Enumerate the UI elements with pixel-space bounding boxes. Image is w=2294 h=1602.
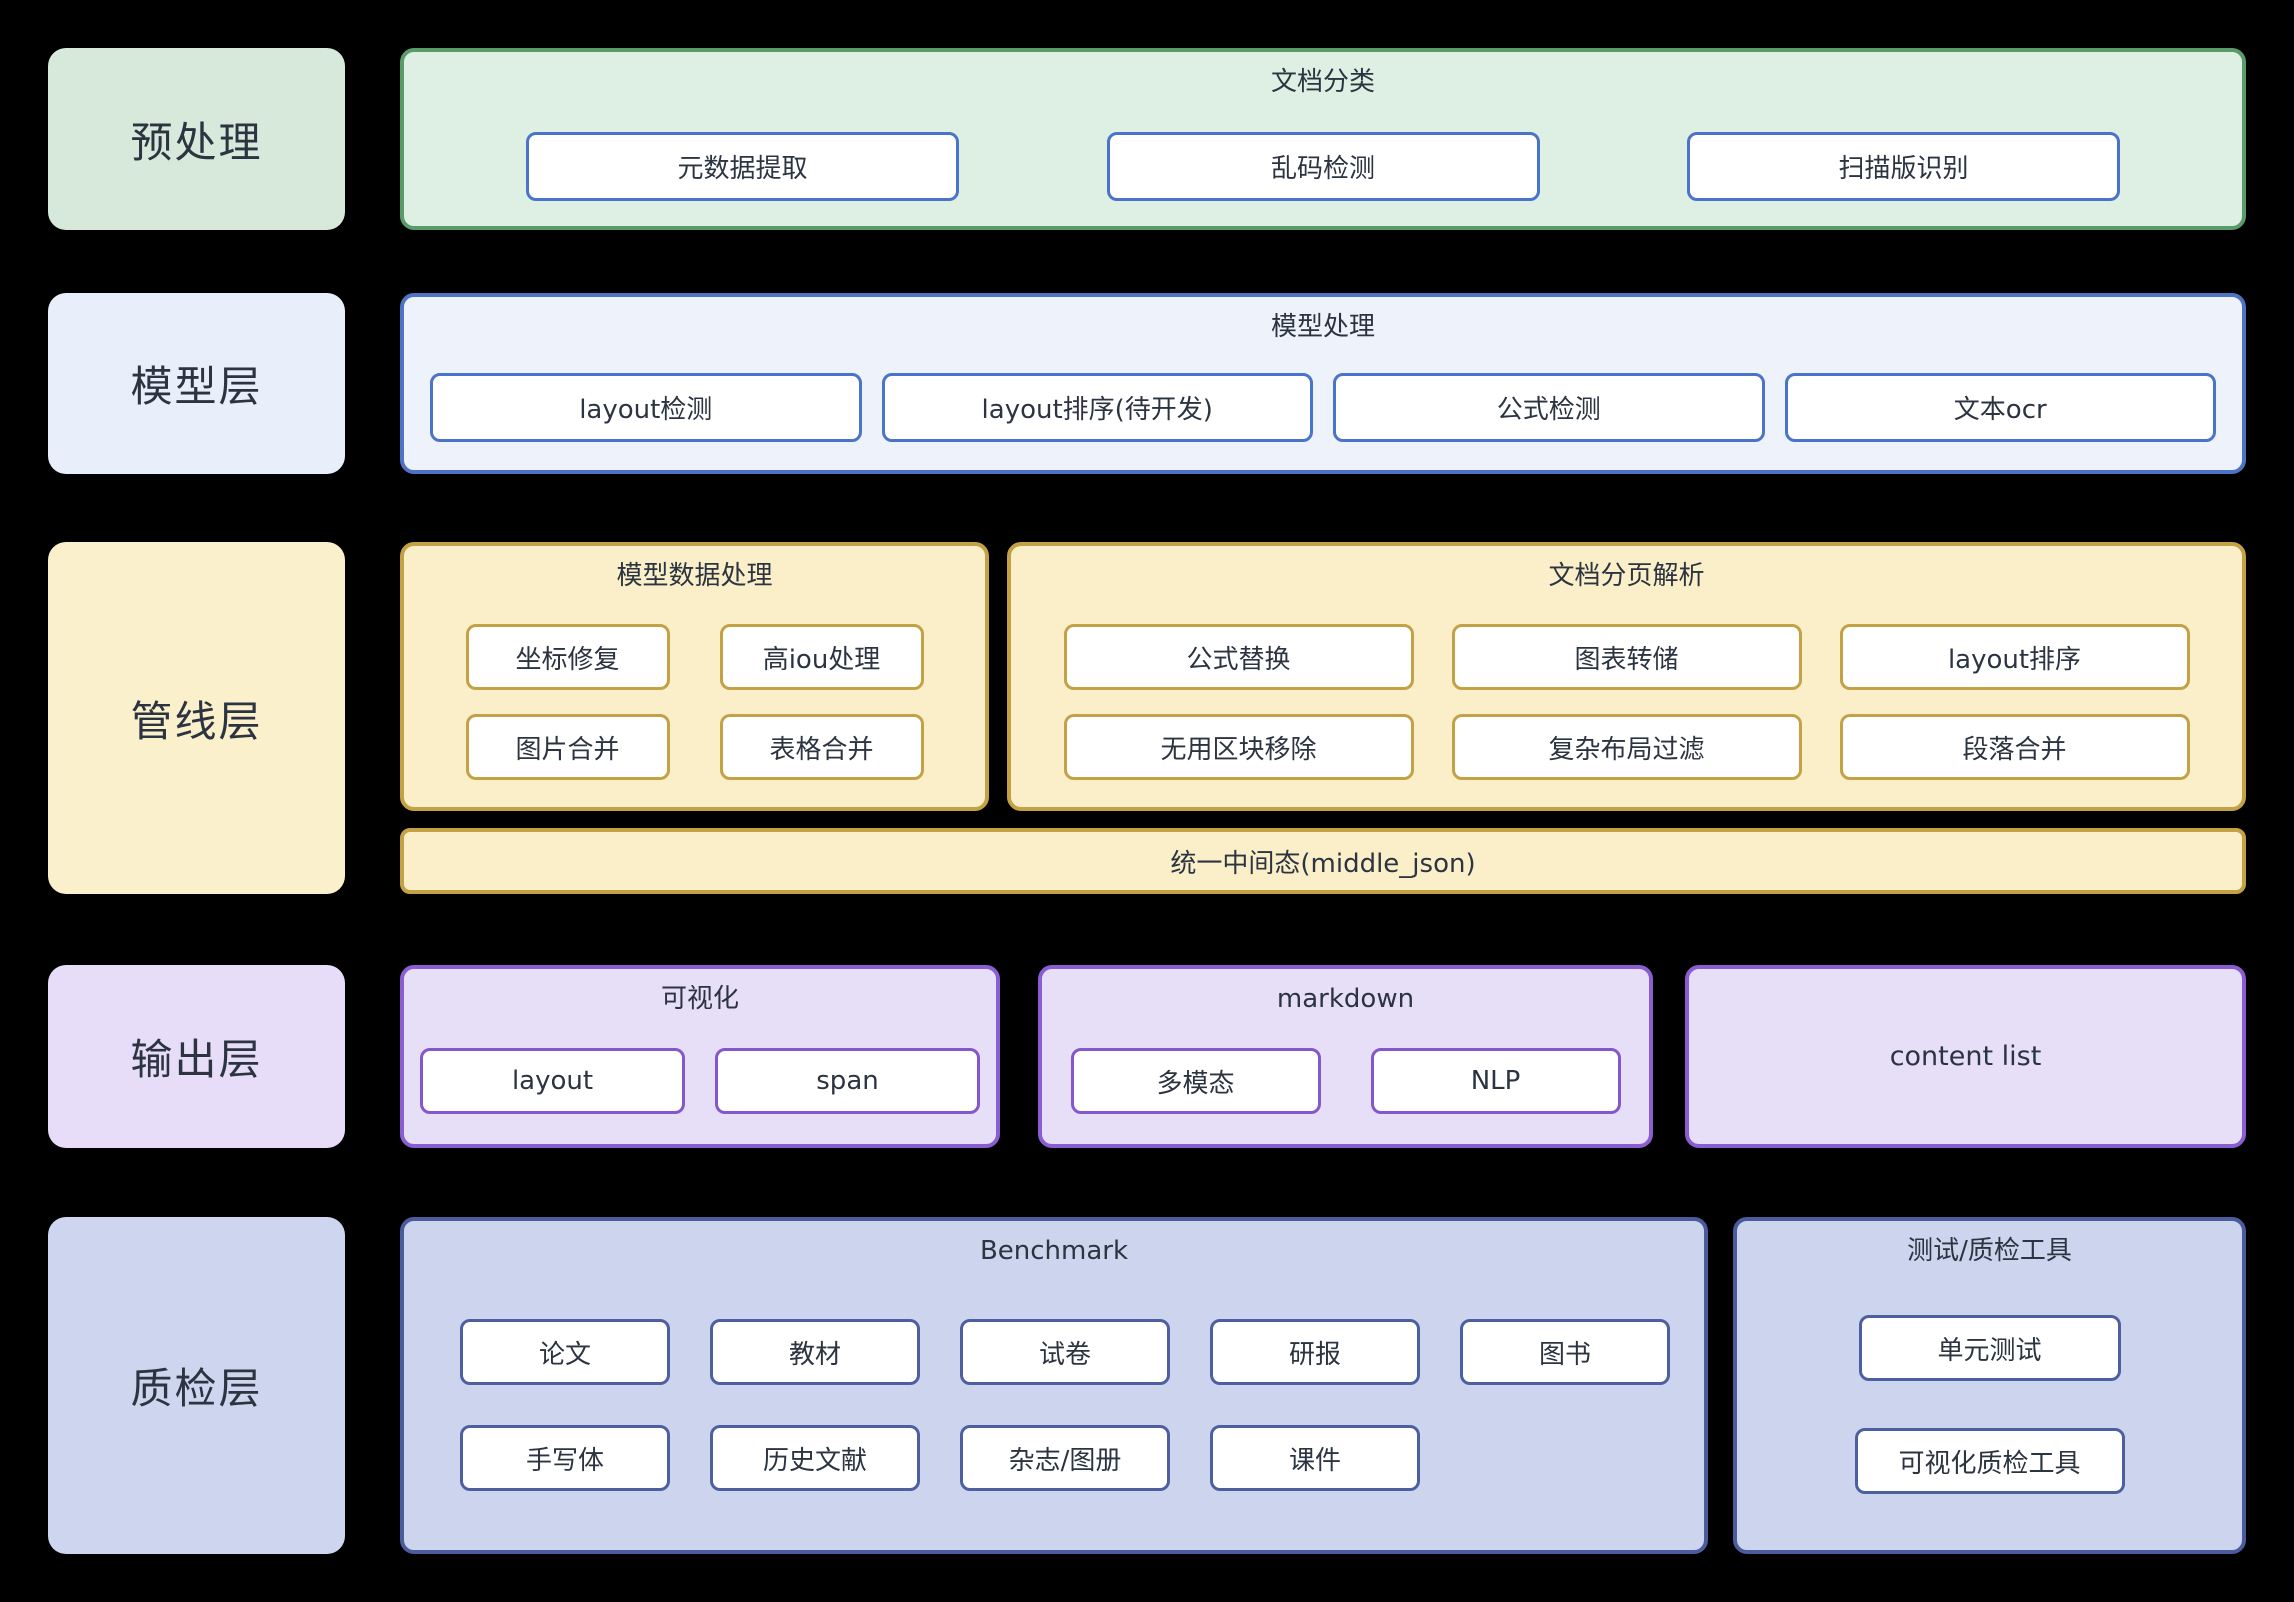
node-text-ocr: 文本ocr [1784, 373, 2216, 442]
node-useless-block-remove: 无用区块移除 [1063, 714, 1414, 780]
container-doc-classification: 文档分类 元数据提取 乱码检测 扫描版识别 [400, 48, 2246, 230]
node-complex-layout-filter: 复杂布局过滤 [1451, 714, 1802, 780]
node-content-list: content list [1889, 1040, 2042, 1072]
container-title: markdown [1276, 984, 1415, 1014]
container-title: 模型处理 [1270, 312, 1375, 342]
node-visual-qa-tool: 可视化质检工具 [1854, 1428, 2125, 1494]
container-visualization: 可视化 layout span [400, 965, 1000, 1148]
node-layout-sort: layout排序 [1839, 624, 2190, 690]
node-unit-test: 单元测试 [1858, 1315, 2121, 1381]
node-scan-recognition: 扫描版识别 [1687, 132, 2120, 201]
node-handwriting: 手写体 [460, 1425, 670, 1491]
container-title: 测试/质检工具 [1907, 1236, 2072, 1266]
node-middle-json: 统一中间态(middle_json) [400, 828, 2246, 894]
container-title: 文档分类 [1270, 67, 1375, 97]
node-garbled-detection: 乱码检测 [1106, 132, 1540, 201]
node-magazine-album: 杂志/图册 [960, 1425, 1170, 1491]
node-coord-fix: 坐标修复 [465, 624, 670, 690]
container-title: 文档分页解析 [1548, 561, 1705, 591]
container-model-data-processing: 模型数据处理 坐标修复 高iou处理 图片合并 表格合并 [400, 542, 989, 811]
container-benchmark: Benchmark 论文 教材 试卷 研报 图书 手写体 历史文献 杂志/图册 … [400, 1217, 1708, 1554]
container-content-list: content list [1685, 965, 2246, 1148]
node-book: 图书 [1460, 1319, 1670, 1385]
layer-label-preprocess: 预处理 [48, 48, 345, 230]
layer-row-qa: 质检层 Benchmark 论文 教材 试卷 研报 图书 手写体 历史文献 杂志… [48, 1217, 2246, 1554]
node-research-report: 研报 [1210, 1319, 1420, 1385]
layer-row-pipeline: 管线层 模型数据处理 坐标修复 高iou处理 图片合并 表格合并 文档分页解析 [48, 542, 2246, 894]
layer-label-pipeline: 管线层 [48, 542, 345, 894]
node-chart-dump: 图表转储 [1451, 624, 1802, 690]
node-layout-sort-dev: layout排序(待开发) [881, 373, 1313, 442]
container-model-processing: 模型处理 layout检测 layout排序(待开发) 公式检测 文本ocr [400, 293, 2246, 474]
node-high-iou: 高iou处理 [719, 624, 924, 690]
layer-row-model: 模型层 模型处理 layout检测 layout排序(待开发) 公式检测 文本o… [48, 293, 2246, 474]
layer-label-model: 模型层 [48, 293, 345, 474]
container-test-qa-tools: 测试/质检工具 单元测试 可视化质检工具 [1733, 1217, 2246, 1554]
node-layout: layout [420, 1048, 685, 1114]
node-image-merge: 图片合并 [465, 714, 670, 780]
layer-row-preprocess: 预处理 文档分类 元数据提取 乱码检测 扫描版识别 [48, 48, 2246, 230]
container-title: 模型数据处理 [616, 561, 773, 591]
node-formula-replace: 公式替换 [1063, 624, 1414, 690]
container-markdown: markdown 多模态 NLP [1038, 965, 1653, 1148]
node-historical-doc: 历史文献 [710, 1425, 920, 1491]
container-title: Benchmark [979, 1236, 1129, 1266]
node-textbook: 教材 [710, 1319, 920, 1385]
node-metadata-extraction: 元数据提取 [526, 132, 959, 201]
node-paragraph-merge: 段落合并 [1839, 714, 2190, 780]
node-paper: 论文 [460, 1319, 670, 1385]
layer-label-qa: 质检层 [48, 1217, 345, 1554]
node-exam-paper: 试卷 [960, 1319, 1170, 1385]
container-doc-page-parsing: 文档分页解析 公式替换 图表转储 layout排序 无用区块移除 复杂布局过滤 … [1007, 542, 2246, 811]
node-multimodal: 多模态 [1070, 1048, 1321, 1114]
node-formula-detection: 公式检测 [1333, 373, 1765, 442]
layer-label-output: 输出层 [48, 965, 345, 1148]
layer-row-output: 输出层 可视化 layout span markdown 多模态 NLP con… [48, 965, 2246, 1148]
node-layout-detection: layout检测 [430, 373, 862, 442]
node-table-merge: 表格合并 [719, 714, 924, 780]
node-courseware: 课件 [1210, 1425, 1420, 1491]
node-nlp: NLP [1370, 1048, 1621, 1114]
container-title: 可视化 [660, 984, 739, 1014]
node-span: span [715, 1048, 980, 1114]
